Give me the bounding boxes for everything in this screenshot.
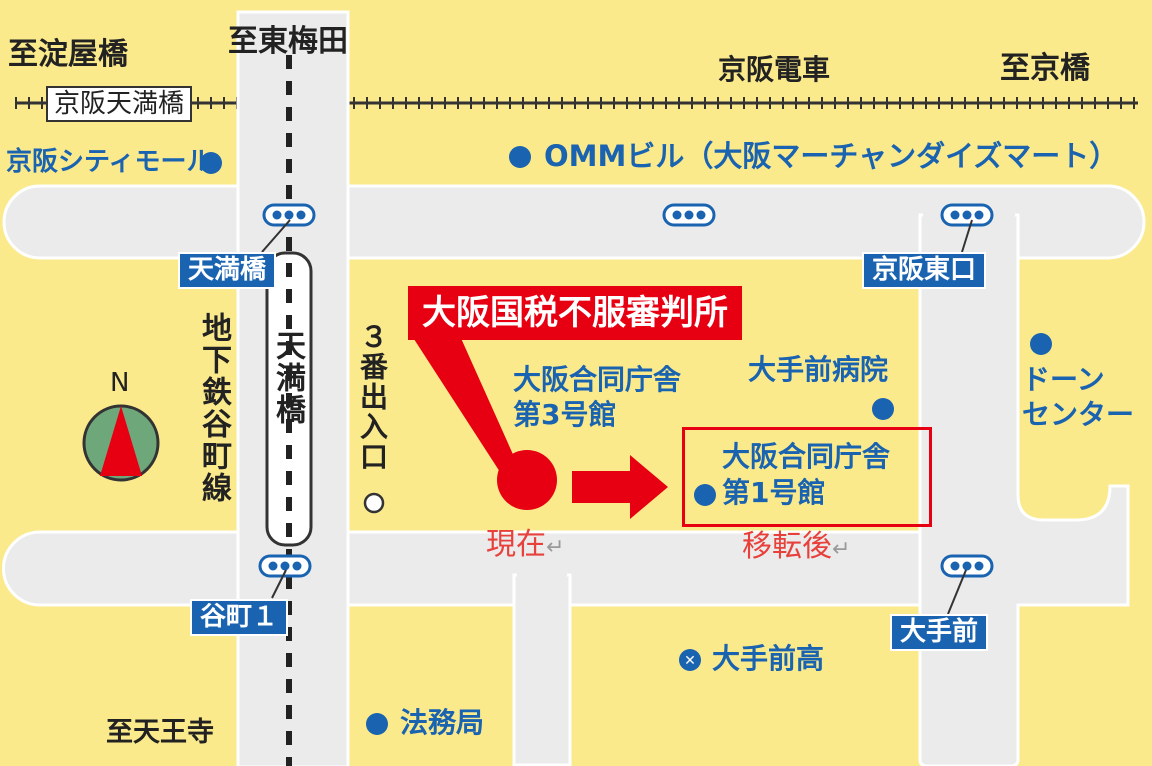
traffic-light-icon (940, 203, 994, 227)
direction-kyobashi: 至京橋 (1000, 51, 1090, 86)
omm-dot (509, 146, 531, 168)
return-mark-icon: ↵ (546, 535, 565, 560)
note-current: 現在↵ (486, 530, 564, 560)
station-keihan-higashiguchi: 京阪東口 (862, 252, 987, 289)
landmark-building3-line1: 大阪合同庁舎 (513, 363, 682, 396)
compass-north-label: N (110, 368, 130, 398)
return-mark-icon: ↵ (832, 537, 851, 562)
landmark-omm: OMMビル（大阪マーチャンダイズマート） (544, 139, 1119, 173)
building1-dot (694, 484, 716, 506)
direction-higashi-umeda: 至東梅田 (228, 24, 348, 59)
road-middle (512, 573, 572, 766)
move-arrow-icon (572, 455, 668, 519)
direction-yodoyabashi: 至淀屋橋 (8, 37, 128, 72)
compass-icon (82, 404, 160, 482)
traffic-light-icon (940, 554, 994, 578)
tribunal-callout: 大阪国税不服審判所 (408, 286, 742, 340)
road-right (918, 213, 1130, 766)
landmark-legal-bureau: 法務局 (400, 706, 485, 739)
railway-name: 京阪電車 (718, 53, 831, 86)
note-current-text: 現在 (486, 527, 546, 562)
landmark-building1-line1: 大阪合同庁舎 (722, 440, 891, 473)
station-tanimachi1: 谷町１ (190, 599, 289, 636)
legal-bureau-dot (366, 713, 388, 735)
svg-text:✕: ✕ (684, 653, 696, 669)
landmark-city-mall: 京阪シティモール (6, 147, 213, 177)
landmark-dawn-line1: ドーン (1022, 363, 1105, 396)
traffic-light-icon (662, 203, 716, 227)
landmark-building3-line2: 第3号館 (513, 398, 617, 431)
hospital-dot (872, 398, 894, 420)
traffic-lights (258, 203, 994, 578)
note-after-move-text: 移転後 (742, 529, 832, 564)
landmark-otemae-hospital: 大手前病院 (748, 353, 889, 386)
landmark-building1-line2: 第1号館 (722, 476, 826, 509)
city-mall-dot (200, 152, 222, 174)
tenmabashi-street-label: 天満橋 (270, 330, 305, 426)
dawn-center-dot (1030, 333, 1052, 355)
direction-tennoji: 至天王寺 (106, 717, 214, 748)
current-location-marker (497, 450, 557, 510)
exit-3-label: ３番出入口 (356, 322, 389, 472)
note-after-move: 移転後↵ (742, 532, 850, 562)
callout-pointer (412, 336, 520, 472)
traffic-light-icon (258, 554, 312, 578)
station-otemae: 大手前 (890, 614, 989, 651)
landmark-otemae-high: 大手前高 (712, 642, 825, 675)
landmark-dawn-line2: センター (1022, 398, 1135, 431)
destination-highlight-box (682, 427, 932, 527)
station-tenmabashi: 天満橋 (178, 252, 277, 289)
exit-circle-icon (363, 492, 385, 514)
subway-line-label: 地下鉄谷町線 (196, 312, 231, 504)
school-icon: ✕ (679, 649, 701, 671)
traffic-light-icon (262, 203, 316, 227)
station-keihan-tenmabashi: 京阪天満橋 (46, 86, 193, 122)
station-leaders (261, 219, 973, 615)
